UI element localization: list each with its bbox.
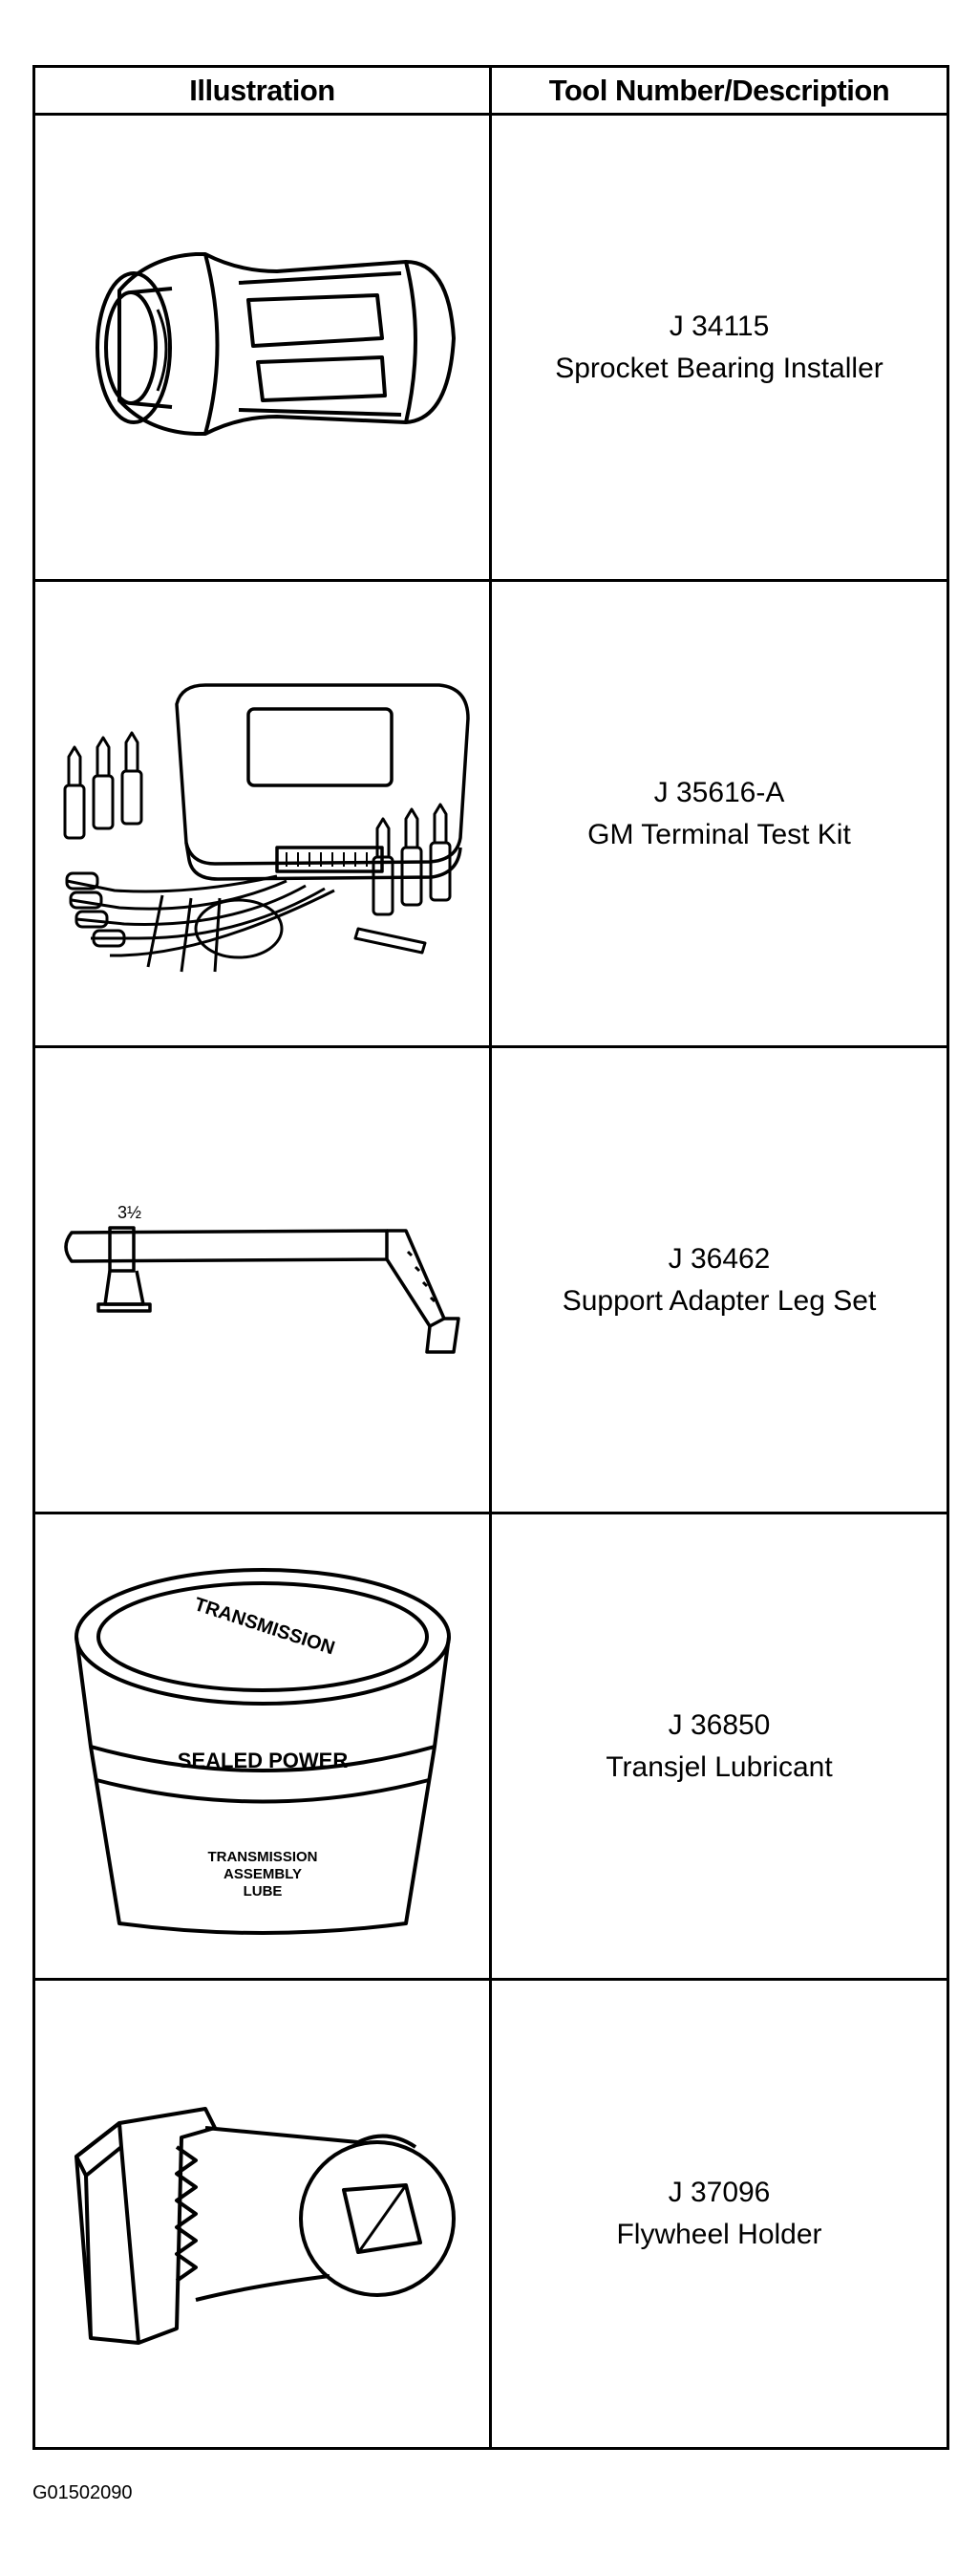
tool-number: J 36850 (668, 1708, 771, 1741)
band-text: SEALED POWER (177, 1749, 348, 1772)
tool-row-1-description: J 34115 Sprocket Bearing Installer (492, 116, 947, 582)
tool-number: J 36462 (668, 1242, 771, 1275)
special-tools-table: Illustration Tool Number/Description J 3… (32, 65, 949, 2450)
tool-row-2-description: J 35616-A GM Terminal Test Kit (492, 582, 947, 1048)
tool-name: GM Terminal Test Kit (587, 818, 851, 850)
tool-number: J 37096 (668, 2177, 771, 2208)
header-illustration: Illustration (35, 68, 492, 116)
header-tool-description: Tool Number/Description (492, 68, 947, 116)
tool-name: Flywheel Holder (616, 2219, 822, 2250)
tool-name: Sprocket Bearing Installer (555, 352, 883, 384)
tool-number: J 35616-A (653, 776, 785, 808)
tool-row-3-description: J 36462 Support Adapter Leg Set (492, 1048, 947, 1514)
label-line-3: LUBE (243, 1883, 282, 1900)
illustration-sprocket-bearing-installer (35, 116, 492, 582)
lid-text: TRANSMISSION (191, 1594, 337, 1659)
tool-name: Transjel Lubricant (606, 1750, 833, 1783)
illustration-support-adapter-leg-set: 3½ (35, 1048, 492, 1514)
label-line-2: ASSEMBLY (223, 1866, 302, 1882)
tool-number: J 34115 (669, 310, 770, 342)
illustration-flywheel-holder (35, 1981, 492, 2447)
label-line-1: TRANSMISSION (207, 1849, 317, 1865)
tool-row-5-description: J 37096 Flywheel Holder (492, 1981, 947, 2447)
tool-name: Support Adapter Leg Set (562, 1284, 877, 1317)
illustration-tag: 3½ (117, 1203, 141, 1222)
tool-row-4-description: J 36850 Transjel Lubricant (492, 1514, 947, 1981)
illustration-transjel-lubricant: TRANSMISSION SEALED POWER TRANSMISSION A… (35, 1514, 492, 1981)
illustration-gm-terminal-test-kit (35, 582, 492, 1048)
figure-code: G01502090 (32, 2482, 133, 2503)
